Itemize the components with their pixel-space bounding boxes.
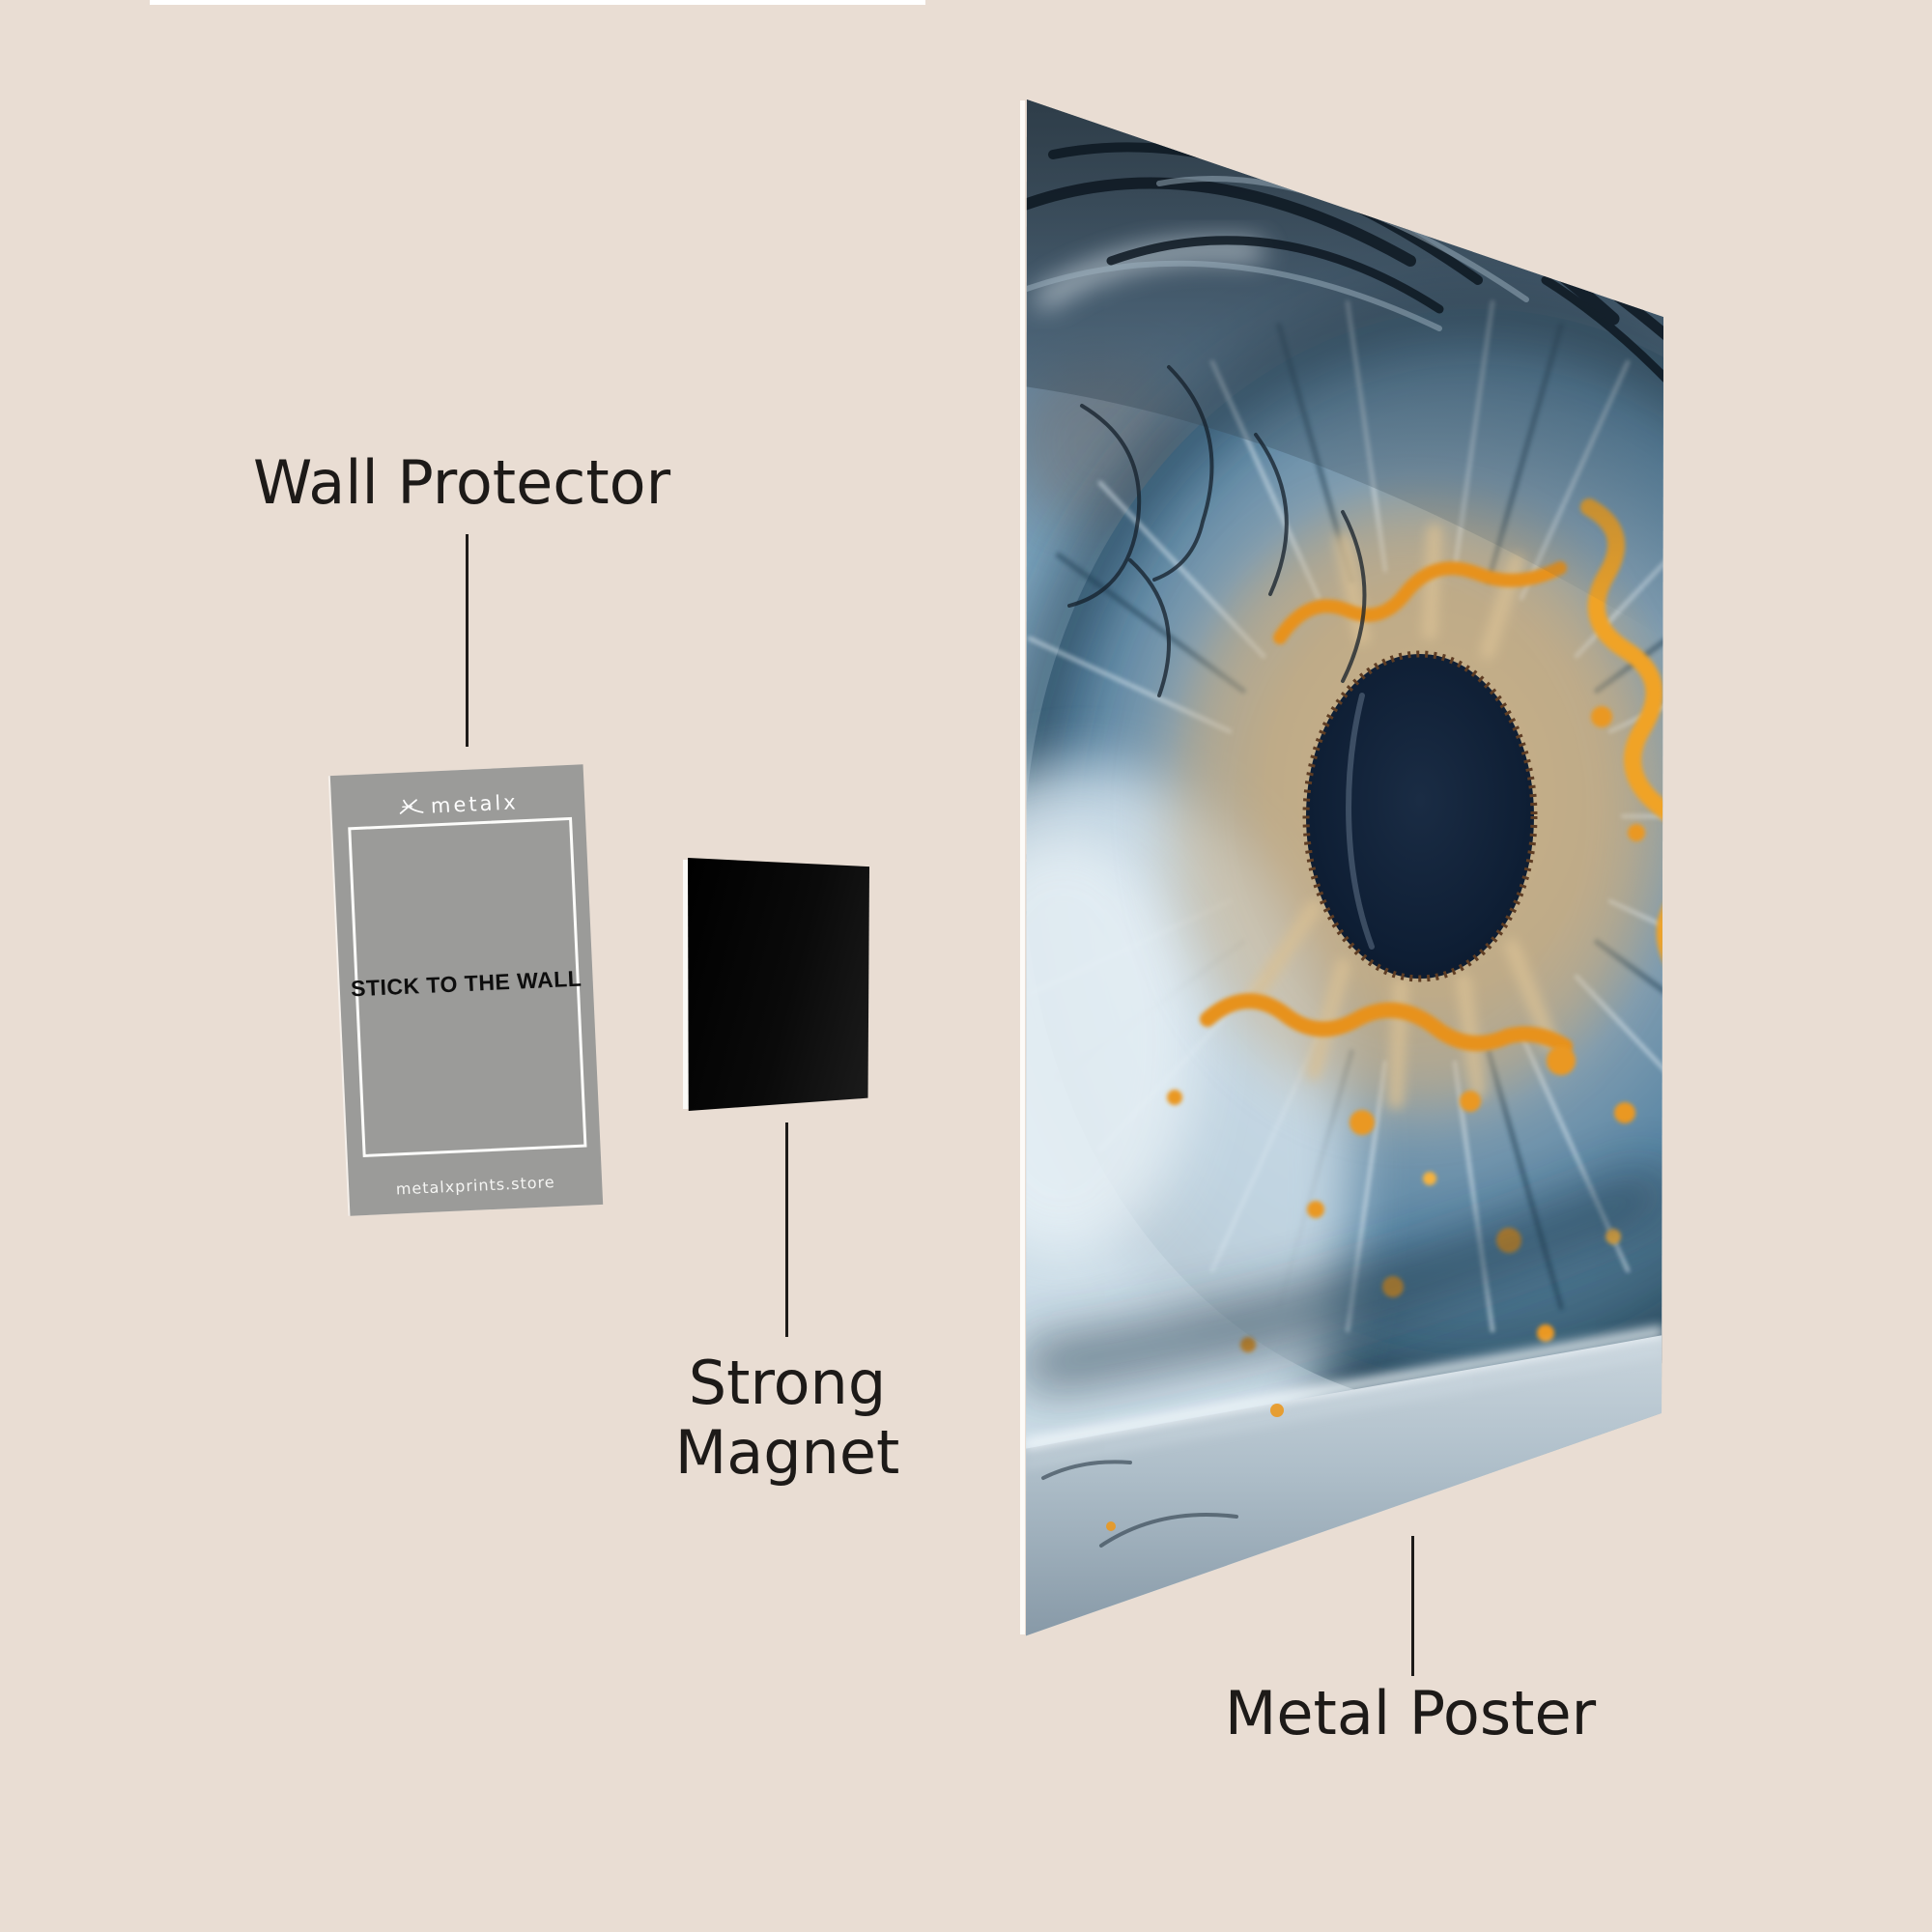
wall-protector-card: metalx STICK TO THE WALL metalxprints.st… xyxy=(329,764,604,1216)
card-brand-logo: metalx xyxy=(331,787,585,822)
wall-protector-label: Wall Protector xyxy=(252,447,671,518)
eye-artwork xyxy=(1025,99,1663,1636)
magnet-left-edge xyxy=(683,860,689,1109)
metalx-logo-icon xyxy=(399,799,424,814)
card-brand-text: metalx xyxy=(430,790,520,818)
card-footer-url: metalxprints.store xyxy=(395,1173,555,1199)
strong-magnet-label: Strong Magnet xyxy=(674,1348,900,1488)
wall-protector-leader-line xyxy=(466,534,469,747)
metal-poster xyxy=(1025,99,1663,1636)
strong-magnet-leader-line xyxy=(785,1122,788,1337)
metal-poster-label: Metal Poster xyxy=(1224,1678,1597,1748)
top-white-edge-strip xyxy=(150,0,925,5)
strong-magnet-square xyxy=(688,858,869,1111)
metal-poster-left-edge xyxy=(1020,100,1025,1634)
metal-poster-leader-line xyxy=(1411,1536,1414,1676)
